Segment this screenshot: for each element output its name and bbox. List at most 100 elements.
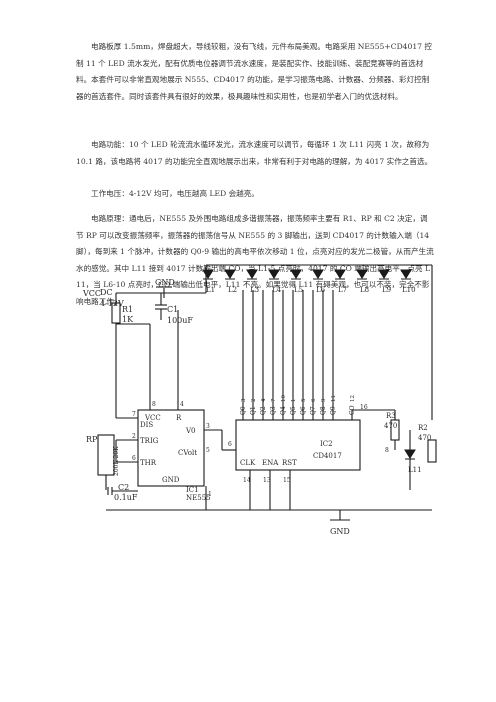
q-pin-number: 6 [311,398,317,402]
r1-name: R1 [122,305,133,314]
ic1-thr-pin: THR [140,459,157,467]
schematic-wires [97,264,437,521]
ic2-pin-13: 13 [263,477,271,484]
intro-paragraph: 电路板厚 1.5mm，焊盘超大，导线较粗，没有飞线，元件布局美观。电路采用 NE… [76,42,432,101]
q-label: Q8 [320,406,327,415]
r1-value: 1K [122,315,134,324]
r3-value: 470 [384,422,397,430]
r2-value: 470 [418,434,431,442]
q-pin-number: 7 [271,398,277,402]
q-label: Q9 [330,406,337,415]
q-pin-number: 1 [291,399,297,403]
schematic-labels: GND DC 4-12V VCC R1 1K C1 100uF RP 200K-… [82,278,431,536]
co-label: CO [349,405,356,415]
ic1-pin-6: 6 [132,455,136,462]
led-l7-icon [334,269,346,280]
q-label: Q5 [290,406,297,415]
r3-name: R3 [386,412,396,420]
led-l8-icon [356,269,368,280]
ic1-vo-pin: V0 [185,427,196,435]
q-label: Q7 [310,406,317,415]
q-label: Q6 [300,406,307,415]
ic1-pin-4: 4 [180,401,184,408]
led-array [202,269,416,460]
rp-value: 200K-20K [113,446,120,476]
q-output-labels: Q0 Q1 Q2 Q3 Q4 Q5 Q6 Q7 Q8 Q9 CO [240,405,356,415]
led-label-l4: L4 [272,286,282,294]
led-l2-icon [224,269,236,280]
led-label-l8: L8 [360,286,369,294]
ic2-pin-16: 16 [360,404,368,411]
c1-name: C1 [167,305,178,314]
c2-value: 0.1uF [114,493,138,502]
ic1-part: NE555 [186,494,211,502]
co-pin-number: 12 [350,395,356,402]
q-pin-number: 9 [321,398,327,402]
led-label-l10: L10 [402,286,416,294]
ic2-pin-15: 15 [283,477,291,484]
ic2-name: IC2 [320,440,333,448]
q-pin-number: 5 [301,398,307,402]
q-label: Q4 [280,406,287,415]
c2-name: C2 [118,483,129,492]
led-label-l1: L1 [206,286,215,294]
voltage-paragraph: 工作电压：4-12V 均可，电压越高 LED 会越亮。 [91,189,259,198]
ic1-gnd-pin: GND [162,476,180,484]
ic1-trig-pin: TRIG [140,437,159,445]
r2-name: R2 [418,424,428,432]
dc-label: DC [100,288,113,297]
led-label-l2: L2 [228,286,237,294]
ic2-part: CD4017 [313,452,342,460]
ic2-clk-pin: CLK [240,459,256,467]
ic1-vcc-pin: VCC [144,414,161,422]
led-l6-icon [312,269,324,280]
ic1-pin-2: 2 [132,433,136,440]
q-pin-number: 10 [281,395,287,402]
function-paragraph: 电路功能：10 个 LED 轮流流水循环发光，流水速度可以调节，每循环 1 次 … [76,140,433,166]
ic2-body [235,419,361,471]
q-pin-number: 4 [261,398,267,402]
ic1-pin-1: 1 [208,491,212,498]
vcc-label: VCC [82,289,101,298]
rp-name: RP [86,435,98,444]
ic1-body [137,409,205,487]
led-label-l3: L3 [250,286,259,294]
led-l11-icon [404,449,416,460]
gnd-bottom-label: GND [330,527,350,536]
r2-resistor [427,439,437,463]
q-label: Q2 [260,406,267,415]
l11-label: L11 [408,466,422,474]
ic1-pin-3: 3 [206,423,210,430]
led-l3-icon [246,269,258,280]
led-label-l5: L5 [294,286,303,294]
led-l5-icon [290,269,302,280]
ic2-pin-14: 14 [243,477,251,484]
pin-6-label: 6 [228,441,232,448]
voltage-label: 4-12V [100,299,124,308]
ic2-ena-pin: ENA [262,459,279,467]
gnd-top-label: GND [155,278,175,287]
ic2-rst-pin: RST [282,459,297,467]
q-pin-number: 11 [331,395,337,402]
ic1-pin-7: 7 [132,411,136,418]
led-label-l6: L6 [316,286,326,294]
q-label: Q1 [250,406,257,415]
ic1-pin-8: 8 [152,401,156,408]
ic1-name: IC1 [186,486,199,494]
principle-paragraph: 电路原理：通电后，NE555 及外围电路组成多谐振荡器，振荡频率主要有 R1、R… [76,214,434,306]
q-pin-number: 3 [241,398,247,402]
c1-value: 100uF [167,316,193,325]
ic1-dis-pin: DIS [140,421,153,429]
led-l10-icon [400,269,412,280]
led-l1-icon [202,269,214,280]
ic1-r-pin: R [176,414,182,422]
q-output-wires [242,290,353,420]
q-label: Q3 [270,406,277,415]
led-l9-icon [378,269,390,280]
led-label-l9: L9 [382,286,391,294]
ic1-cvolt-pin: CVolt [178,449,197,457]
q-label: Q0 [240,406,247,415]
q-pin-numbers: 3 2 4 7 10 1 5 6 9 11 12 [241,395,356,402]
led-l4-icon [268,269,280,280]
